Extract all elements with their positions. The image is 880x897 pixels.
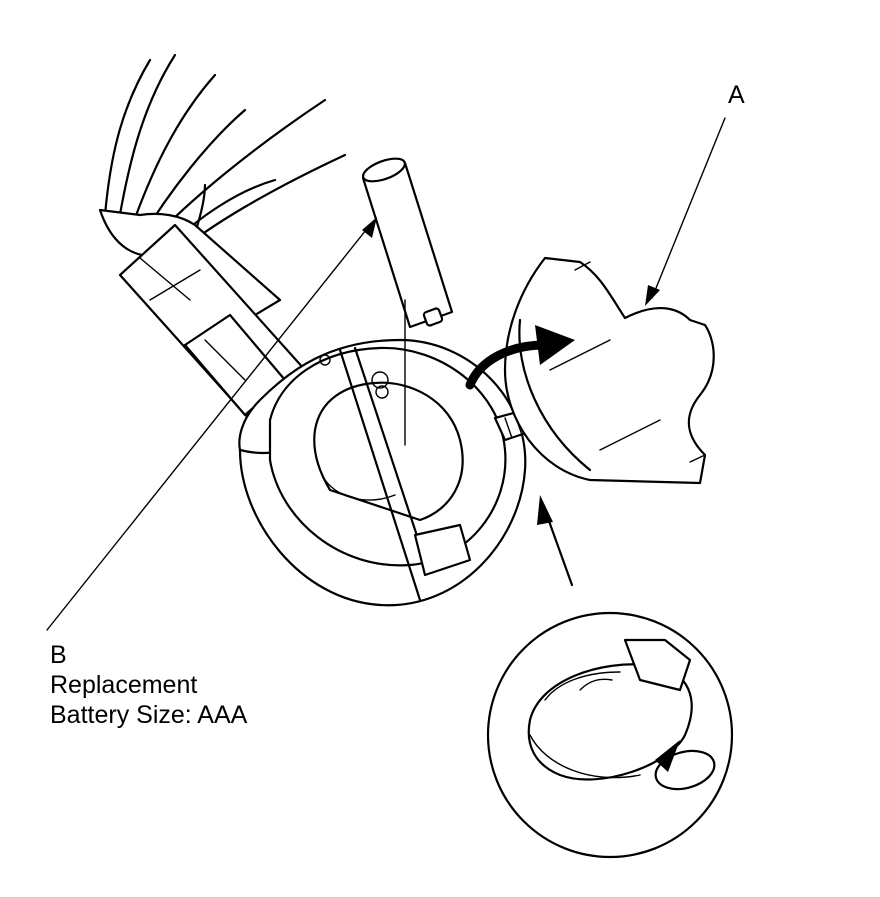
callout-b-label: B <box>50 641 67 669</box>
open-cover-arrow <box>465 325 575 390</box>
callout-leaders <box>46 117 726 631</box>
aaa-battery <box>361 157 454 446</box>
inset-detail <box>486 611 734 859</box>
cable-boot <box>98 208 307 422</box>
callout-b-block: B Replacement Battery Size: AAA <box>50 640 247 730</box>
callout-a-label: A <box>728 81 745 109</box>
battery-cover <box>503 256 715 485</box>
main-housing <box>238 338 537 607</box>
callout-b-line1: Replacement <box>50 671 198 699</box>
inset-arrow <box>537 495 574 587</box>
callout-b-line2: Battery Size: AAA <box>50 701 248 729</box>
